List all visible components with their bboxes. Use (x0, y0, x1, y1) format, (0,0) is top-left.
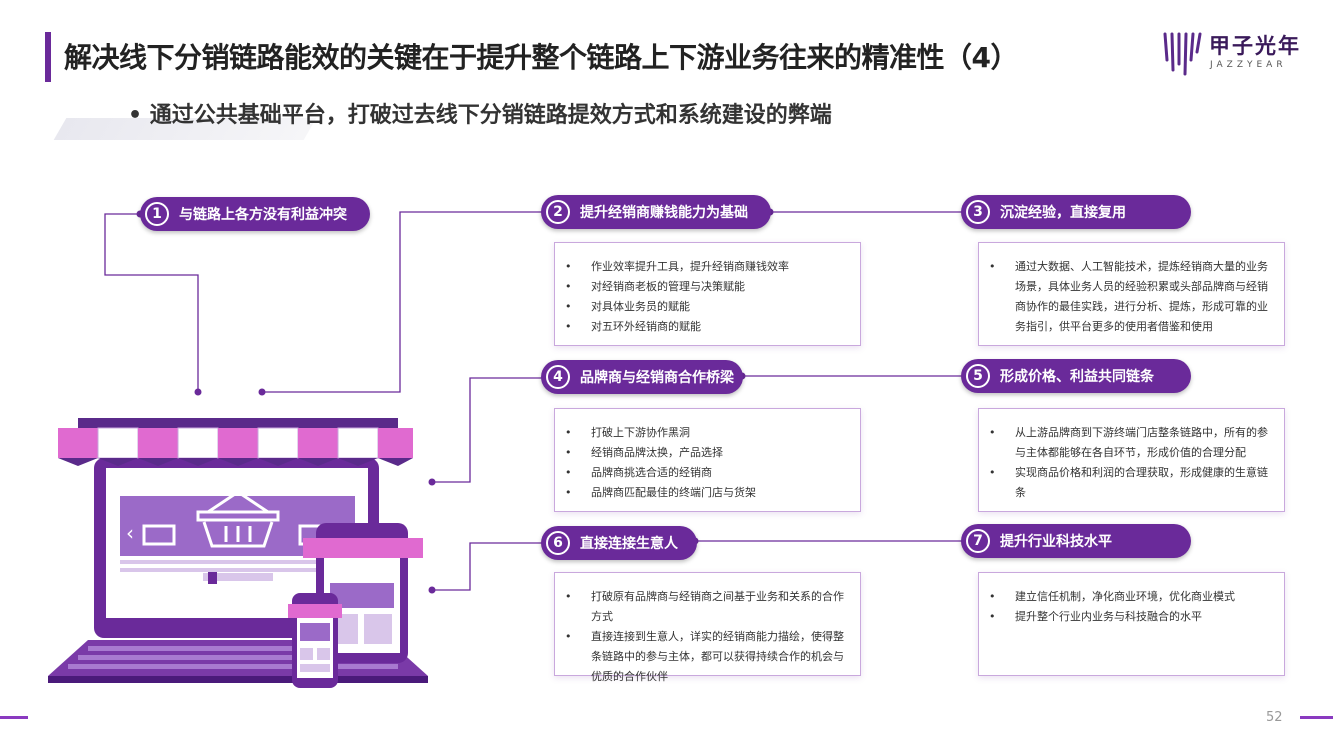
section-pill-1: 1 与链路上各方没有利益冲突 (140, 197, 370, 231)
section-pill-4: 4 品牌商与经销商合作桥梁 (541, 360, 743, 394)
section-pill-2: 2 提升经销商赚钱能力为基础 (541, 195, 771, 229)
section-label: 提升行业科技水平 (1000, 534, 1112, 550)
online-shop-illustration: ‹› (48, 418, 428, 688)
section-box-7: 建立信任机制，净化商业环境，优化商业模式 提升整个行业内业务与科技融合的水平 (978, 572, 1285, 676)
list-item: 品牌商匹配最佳的终端门店与货架 (565, 483, 846, 503)
list-item: 品牌商挑选合适的经销商 (565, 463, 846, 483)
logo-text: 甲子光年 (1209, 34, 1301, 58)
page-number: 52 (1266, 710, 1283, 725)
list-item: 对经销商老板的管理与决策赋能 (565, 277, 846, 297)
list-item: 实现商品价格和利润的合理获取，形成健康的生意链条 (989, 463, 1270, 503)
logo-bars-icon (1163, 32, 1202, 76)
list-item: 经销商品牌汰换，产品选择 (565, 443, 846, 463)
section-pill-6: 6 直接连接生意人 (541, 526, 697, 560)
section-number: 2 (546, 200, 570, 224)
section-box-5: 从上游品牌商到下游终端门店整条链路中，所有的参与主体都能够在各自环节，形成价值的… (978, 408, 1285, 512)
logo-subtext: JAZZYEAR (1210, 60, 1287, 70)
list-item: 提升整个行业内业务与科技融合的水平 (989, 607, 1270, 627)
section-label: 沉淀经验，直接复用 (1000, 205, 1126, 221)
page-subtitle: • 通过公共基础平台，打破过去线下分销链路提效方式和系统建设的弊端 (128, 103, 832, 128)
section-pill-7: 7 提升行业科技水平 (961, 524, 1191, 558)
footer-accent-left (0, 716, 28, 719)
list-item: 打破上下游协作黑洞 (565, 423, 846, 443)
phone-icon (288, 593, 342, 688)
section-number: 5 (966, 364, 990, 388)
list-item: 直接连接到生意人，详实的经销商能力描绘，使得整条链路中的参与主体，都可以获得持续… (565, 627, 846, 687)
tablet-icon (303, 523, 423, 663)
footer-accent-right (1300, 716, 1333, 719)
list-item: 对五环外经销商的赋能 (565, 317, 846, 337)
shop-awning-icon (58, 418, 413, 466)
section-pill-3: 3 沉淀经验，直接复用 (961, 195, 1191, 229)
list-item: 作业效率提升工具，提升经销商赚钱效率 (565, 257, 846, 277)
section-label: 直接连接生意人 (580, 536, 678, 552)
list-item: 打破原有品牌商与经销商之间基于业务和关系的合作方式 (565, 587, 846, 627)
section-label: 提升经销商赚钱能力为基础 (580, 205, 748, 221)
section-box-2: 作业效率提升工具，提升经销商赚钱效率 对经销商老板的管理与决策赋能 对具体业务员… (554, 242, 861, 346)
section-number: 3 (966, 200, 990, 224)
section-box-4: 打破上下游协作黑洞 经销商品牌汰换，产品选择 品牌商挑选合适的经销商 品牌商匹配… (554, 408, 861, 512)
section-label: 形成价格、利益共同链条 (1000, 369, 1154, 385)
section-label: 与链路上各方没有利益冲突 (179, 207, 347, 223)
section-number: 1 (145, 202, 169, 226)
section-box-3: 通过大数据、人工智能技术，提炼经销商大量的业务场景，具体业务人员的经验积累或头部… (978, 242, 1285, 346)
list-item: 对具体业务员的赋能 (565, 297, 846, 317)
page-title: 解决线下分销链路能效的关键在于提升整个链路上下游业务往来的精准性（4） (64, 41, 1019, 74)
section-pill-5: 5 形成价格、利益共同链条 (961, 359, 1191, 393)
list-item: 建立信任机制，净化商业环境，优化商业模式 (989, 587, 1270, 607)
section-number: 7 (966, 529, 990, 553)
subtitle-text: 通过公共基础平台，打破过去线下分销链路提效方式和系统建设的弊端 (149, 103, 832, 128)
list-item: 通过大数据、人工智能技术，提炼经销商大量的业务场景，具体业务人员的经验积累或头部… (989, 257, 1270, 337)
list-item: 从上游品牌商到下游终端门店整条链路中，所有的参与主体都能够在各自环节，形成价值的… (989, 423, 1270, 463)
title-accent-bar (45, 32, 51, 82)
svg-text:‹: ‹ (126, 521, 134, 545)
section-box-6: 打破原有品牌商与经销商之间基于业务和关系的合作方式 直接连接到生意人，详实的经销… (554, 572, 861, 683)
section-number: 4 (546, 365, 570, 389)
section-label: 品牌商与经销商合作桥梁 (580, 370, 734, 386)
section-number: 6 (546, 531, 570, 555)
